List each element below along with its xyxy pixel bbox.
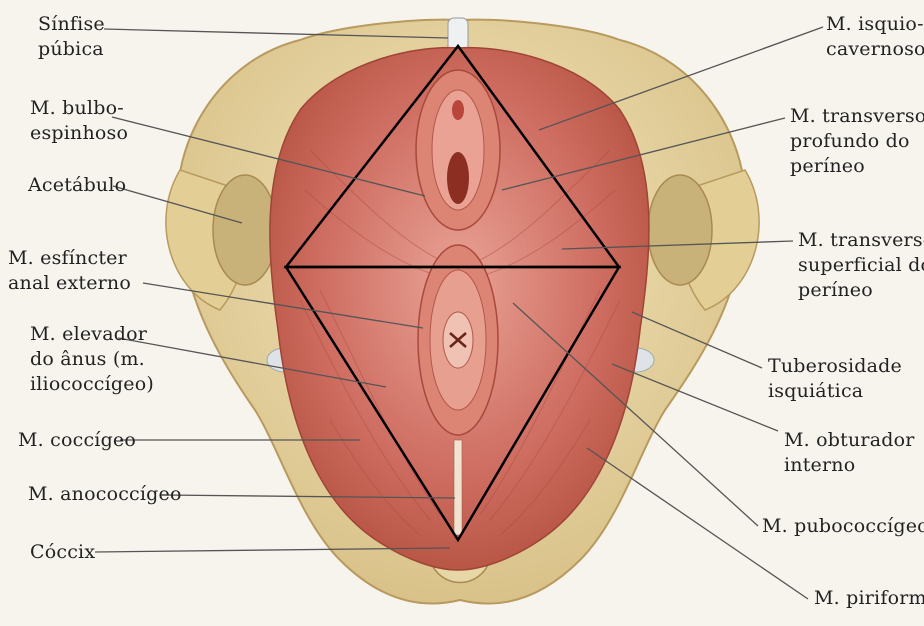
- label-coccix: Cóccix: [30, 540, 95, 565]
- label-m-piriforme: M. piriforme: [814, 586, 924, 611]
- label-m-anococcigeo: M. anococcígeo: [28, 482, 182, 507]
- label-m-pubococcigeo: M. pubococcígeo: [762, 514, 924, 539]
- label-m-isquio-cavernoso: M. isquio-cavernoso: [826, 12, 924, 62]
- label-m-coccigeo: M. coccígeo: [18, 428, 136, 453]
- label-acetabulo: Acetábulo: [28, 173, 126, 198]
- label-m-bulbo-espinhoso: M. bulbo-espinhoso: [30, 96, 128, 146]
